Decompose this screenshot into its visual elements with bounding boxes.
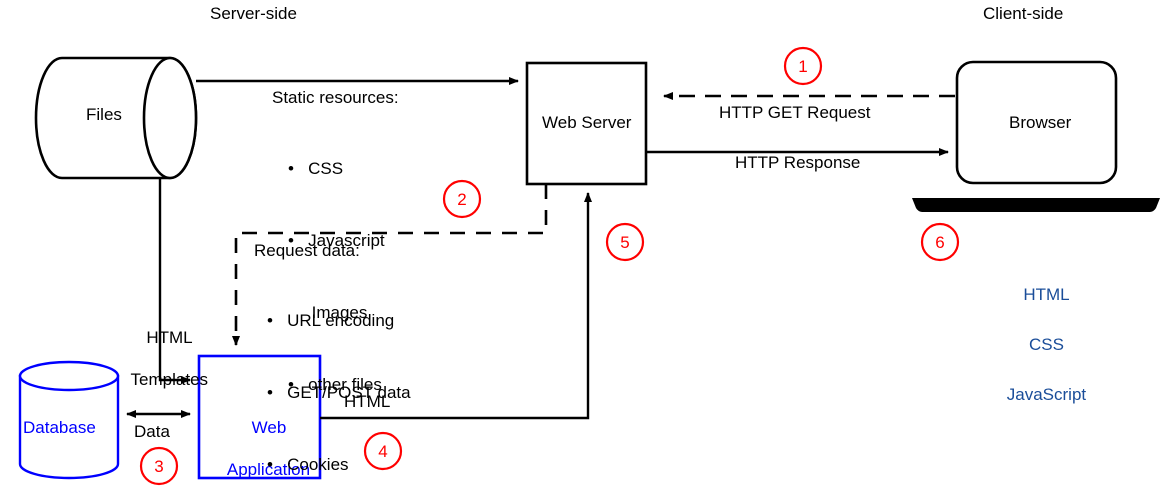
client-technologies: HTML CSS JavaScript	[977, 257, 1097, 432]
http-get-request-label: HTTP GET Request	[719, 103, 871, 122]
request-data-heading: Request data:	[254, 241, 360, 260]
html-templates-label: HTML Templates	[108, 306, 212, 411]
static-resources-item-3: • other files	[288, 375, 382, 394]
web-server-box	[525, 61, 648, 186]
step-label-5: 5	[620, 233, 630, 252]
arrow-html-to-web-server	[320, 192, 592, 420]
web-application-box	[197, 354, 322, 480]
server-side-title: Server-side	[210, 4, 297, 23]
web-application-label-line1: Web	[251, 418, 287, 437]
arrow-html-templates	[158, 178, 191, 384]
request-data-item-1: • GET/POST data	[267, 383, 411, 402]
html-label: HTML	[344, 392, 391, 411]
step-circle-3	[139, 446, 179, 486]
files-label: Files	[86, 105, 122, 124]
step-circle-5	[605, 222, 645, 262]
step-label-4: 4	[378, 442, 388, 461]
client-side-title: Client-side	[983, 4, 1064, 23]
html-templates-line2: Templates	[130, 370, 209, 389]
static-resources-item-2: Images	[311, 303, 368, 322]
step-label-6: 6	[935, 233, 945, 252]
client-tech-javascript: JavaScript	[1006, 385, 1087, 404]
database-label: Database	[23, 418, 96, 437]
data-label: Data	[134, 422, 170, 441]
step-label-2: 2	[457, 190, 467, 209]
static-resources-list: • CSS • Javascript Images • other files	[288, 109, 385, 445]
browser-label: Browser	[1009, 113, 1072, 132]
static-resources-item-0: • CSS	[288, 159, 344, 178]
web-application-label: Web Application	[199, 396, 320, 501]
step-label-3: 3	[154, 457, 164, 476]
web-server-label: Web Server	[542, 113, 632, 132]
client-tech-html: HTML	[1023, 285, 1070, 304]
static-resources-heading: Static resources:	[272, 88, 399, 107]
client-tech-css: CSS	[1028, 335, 1064, 354]
step-circle-4	[363, 431, 403, 471]
request-data-item-2: • Cookies	[267, 455, 349, 474]
files-cylinder	[34, 56, 198, 180]
step-circle-2	[442, 179, 482, 219]
step-circle-1	[783, 46, 823, 86]
browser-box	[955, 60, 1118, 185]
static-resources-item-1: • Javascript	[288, 231, 385, 250]
request-data-list: • URL encoding • GET/POST data • Cookies	[267, 261, 411, 501]
request-data-item-0: • URL encoding	[267, 311, 395, 330]
web-application-label-line2: Application	[226, 460, 311, 479]
laptop-base	[912, 198, 1160, 212]
http-response-label: HTTP Response	[735, 153, 861, 172]
html-templates-line1: HTML	[146, 328, 193, 347]
database-cylinder	[18, 360, 120, 480]
step-circle-6	[920, 222, 960, 262]
step-label-1: 1	[798, 57, 808, 76]
